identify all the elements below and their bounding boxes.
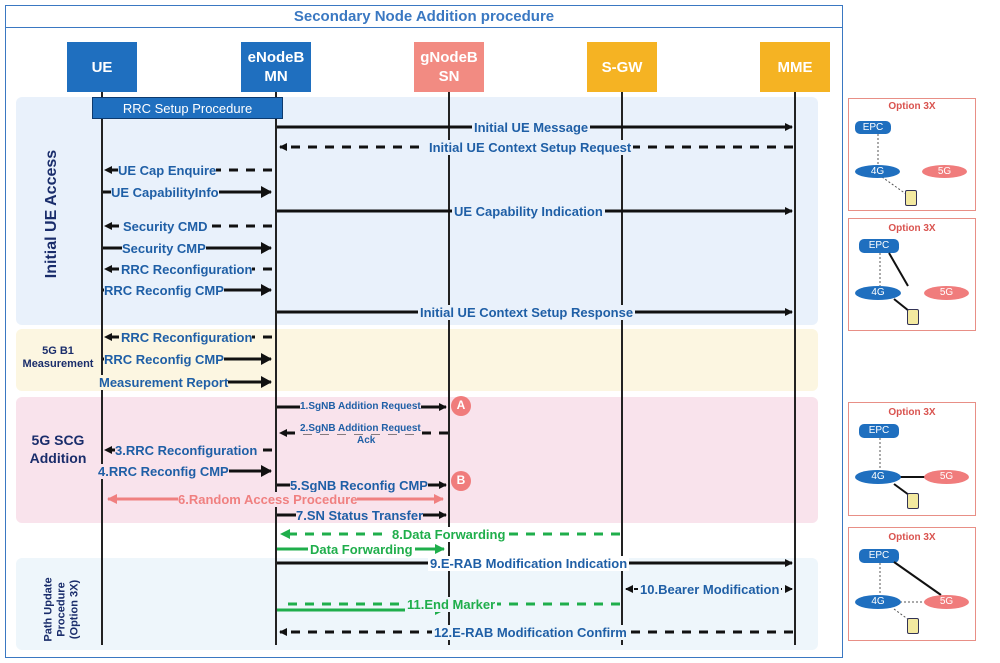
label-data-forwarding-8: 8.Data Forwarding bbox=[390, 527, 508, 542]
marker-a-label: A bbox=[456, 398, 466, 412]
4g-node-4: 4G bbox=[855, 595, 901, 609]
5g-node-3: 5G bbox=[924, 470, 969, 484]
label-rrc-reconf-cmp-2: RRC Reconfig CMP bbox=[104, 352, 224, 367]
label-rrc-reconf-cmp-3: 4.RRC Reconfig CMP bbox=[98, 464, 229, 479]
4g-node-1: 4G bbox=[855, 165, 900, 178]
entity-enodeb: eNodeB MN bbox=[241, 42, 311, 92]
option-title-1: Option 3X bbox=[888, 101, 936, 112]
band-label-b1-line2: Measurement bbox=[22, 358, 94, 370]
option-links-3 bbox=[879, 438, 925, 496]
epc-node-2: EPC bbox=[859, 239, 899, 253]
epc-node-4: EPC bbox=[859, 549, 899, 563]
entity-sgw: S-GW bbox=[587, 42, 657, 92]
rrc-setup-procedure-box: RRC Setup Procedure bbox=[92, 97, 283, 119]
label-initial-ctx-resp: Initial UE Context Setup Response bbox=[418, 305, 636, 320]
option-links-1 bbox=[877, 134, 907, 195]
4g-node-2: 4G bbox=[855, 286, 901, 300]
5g-node-4: 5G bbox=[924, 595, 969, 609]
label-rrc-reconf-cmp-1: RRC Reconfig CMP bbox=[104, 283, 224, 298]
label-security-cmd: Security CMD bbox=[123, 219, 208, 234]
label-ue-cap-info: UE CapabilityInfo bbox=[111, 185, 219, 200]
option-box-1: Option 3X EPC 4G 5G bbox=[848, 98, 976, 211]
entity-mme-label: MME bbox=[777, 58, 813, 76]
option-box-4: Option 3X EPC 4G 5G bbox=[848, 527, 976, 641]
label-random-access: 6.Random Access Procedure bbox=[178, 492, 358, 507]
option-links-4 bbox=[879, 561, 942, 621]
5g-node-2: 5G bbox=[924, 286, 969, 300]
label-initial-ctx-req: Initial UE Context Setup Request bbox=[427, 140, 634, 155]
label-security-cmp: Security CMP bbox=[122, 241, 206, 256]
marker-b-circle bbox=[451, 471, 471, 491]
entity-gnodeb-line1: gNodeB bbox=[420, 49, 478, 66]
label-initial-ue-message: Initial UE Message bbox=[472, 120, 591, 135]
marker-a-circle bbox=[451, 396, 471, 416]
option-title-2: Option 3X bbox=[888, 223, 936, 234]
label-sgnb-reconf-cmp: 5.SgNB Reconfig CMP bbox=[290, 478, 428, 493]
entity-enodeb-line2: MN bbox=[264, 68, 288, 85]
entity-mme: MME bbox=[760, 42, 830, 92]
label-sgnb-add-ack-1: 2.SgNB Addition Request bbox=[300, 423, 421, 434]
label-end-marker: 11.End Marker bbox=[405, 597, 498, 612]
option-box-2: Option 3X EPC 4G 5G bbox=[848, 218, 976, 331]
entity-ue: UE bbox=[67, 42, 137, 92]
label-data-forwarding: Data Forwarding bbox=[308, 542, 415, 557]
entity-gnodeb-line2: SN bbox=[438, 68, 460, 85]
band-label-scg-line2: Addition bbox=[29, 450, 87, 466]
phone-icon-4 bbox=[907, 618, 919, 634]
label-sgnb-add-ack-2: Ack bbox=[357, 435, 376, 446]
entity-gnodeb: gNodeB SN bbox=[414, 42, 484, 92]
option-title-3: Option 3X bbox=[888, 407, 936, 418]
option-links-2 bbox=[879, 252, 910, 312]
phone-icon-1 bbox=[905, 190, 917, 206]
5g-node-1: 5G bbox=[922, 165, 967, 178]
label-rrc-reconf-1: RRC Reconfiguration bbox=[121, 262, 253, 277]
label-erab-mod-ind: 9.E-RAB Modification Indication bbox=[428, 556, 630, 571]
entity-sgw-label: S-GW bbox=[601, 58, 643, 76]
epc-node-1: EPC bbox=[855, 121, 891, 134]
label-sgnb-add-req: 1.SgNB Addition Request bbox=[300, 401, 421, 412]
band-label-scg-line1: 5G SCG bbox=[31, 432, 85, 448]
entity-ue-label: UE bbox=[91, 58, 113, 76]
label-ue-cap-enquire: UE Cap Enquire bbox=[118, 163, 217, 178]
phone-icon-2 bbox=[907, 309, 919, 325]
option-box-3: Option 3X EPC 4G 5G bbox=[848, 402, 976, 516]
phone-icon-3 bbox=[907, 493, 919, 509]
diagram-title: Secondary Node Addition procedure bbox=[5, 6, 843, 28]
label-ue-cap-indication: UE Capability Indication bbox=[452, 204, 605, 219]
marker-b-label: B bbox=[456, 473, 466, 487]
label-rrc-reconf-3: 3.RRC Reconfiguration bbox=[115, 443, 258, 458]
label-erab-mod-confirm: 12.E-RAB Modification Confirm bbox=[432, 625, 629, 640]
label-bearer-mod: 10.Bearer Modification bbox=[638, 582, 782, 597]
option-title-4: Option 3X bbox=[888, 532, 936, 543]
entity-enodeb-line1: eNodeB bbox=[247, 49, 305, 66]
band-label-b1-line1: 5G B1 bbox=[42, 345, 74, 357]
4g-node-3: 4G bbox=[855, 470, 901, 484]
label-sn-status: 7.SN Status Transfer bbox=[296, 508, 424, 523]
epc-node-3: EPC bbox=[859, 424, 899, 438]
label-meas-report: Measurement Report bbox=[99, 375, 229, 390]
label-rrc-reconf-2: RRC Reconfiguration bbox=[121, 330, 253, 345]
